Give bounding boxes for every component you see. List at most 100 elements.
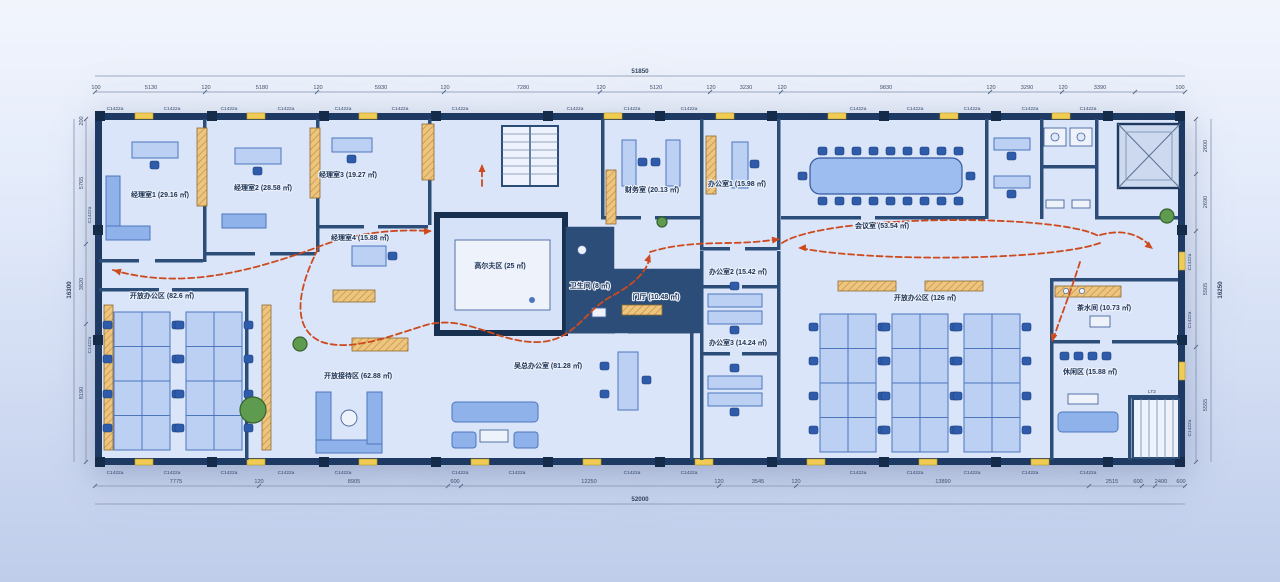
window-tag: C1422a <box>964 106 981 112</box>
dim-bottom: 13890 <box>935 479 951 485</box>
circulation-route <box>112 164 1153 346</box>
stairs-top <box>501 125 559 187</box>
room-label-washroom: 卫生间 (8 ㎡) <box>570 281 610 290</box>
dim-bottom: 12250 <box>581 479 597 485</box>
dim-right-total: 16250 <box>1217 281 1224 299</box>
window-tag: C1422a <box>335 106 352 112</box>
window-tag: C1422a <box>1080 470 1097 476</box>
dim-top: 120 <box>201 85 210 91</box>
dim-left: 5765 <box>79 177 85 189</box>
window-tag: C1422a <box>681 106 698 112</box>
dim-top: 5130 <box>145 85 157 91</box>
room-label-meeting: 会议室 (53.54 ㎡) <box>855 221 909 230</box>
dim-top: 120 <box>1058 85 1067 91</box>
dim-bottom: 120 <box>254 479 263 485</box>
elevator-label: LT2 <box>1148 389 1156 395</box>
window-tag: C1422a <box>1187 311 1193 328</box>
room-label-leisure: 休闲区 (15.88 ㎡) <box>1062 367 1117 376</box>
window-tag: C1422a <box>1022 470 1039 476</box>
dim-bottom: 2400 <box>1155 479 1167 485</box>
window-tag: C1422a <box>681 470 698 476</box>
window-tag: C1422a <box>452 470 469 476</box>
dim-bottom: 8905 <box>348 479 360 485</box>
window-sills <box>134 112 1186 466</box>
room-label-manager1: 经理室1 (29.16 ㎡) <box>131 190 189 199</box>
window-tag: C1422a <box>221 106 238 112</box>
room-label-hall: 门厅 (10.48 ㎡) <box>632 292 679 301</box>
window-tag: C1422a <box>164 106 181 112</box>
structural-columns <box>93 111 1187 467</box>
window-tag: C1422a <box>624 106 641 112</box>
dim-top: 7280 <box>517 85 529 91</box>
window-tag: C1422a <box>624 470 641 476</box>
room-label-open-right: 开放办公区 (126 ㎡) <box>894 293 956 302</box>
room-label-open-left: 开放办公区 (82.6 ㎡) <box>130 291 194 300</box>
dimensions: 100 5130 120 5180 120 5930 120 7280 120 … <box>66 68 1224 505</box>
dim-top: 3390 <box>1094 85 1106 91</box>
dim-bottom: 2515 <box>1106 479 1118 485</box>
dim-top: 120 <box>777 85 786 91</box>
elevator-top-right <box>1116 122 1182 190</box>
dim-top: 9830 <box>880 85 892 91</box>
dim-top: 5930 <box>375 85 387 91</box>
room-label-golf: 高尔夫区 (25 ㎡) <box>474 261 525 270</box>
dim-bottom: 7775 <box>170 479 182 485</box>
window-tag: C1422a <box>107 470 124 476</box>
dim-top: 100 <box>1175 85 1184 91</box>
dim-right: 2600 <box>1203 140 1209 152</box>
dim-left: 8190 <box>79 387 85 399</box>
outer-walls <box>95 113 1185 465</box>
room-label-reception: 开放接待区 (62.88 ㎡) <box>324 371 392 380</box>
dim-left: 3820 <box>79 278 85 290</box>
window-tag: C1422a <box>87 336 93 353</box>
dim-top: 120 <box>986 85 995 91</box>
window-tags: C1422a C1422a C1422a C1422a C1422a C1422… <box>87 106 1193 476</box>
dim-right: 2690 <box>1203 196 1209 208</box>
window-tag: C1422a <box>87 206 93 223</box>
dim-top: 120 <box>313 85 322 91</box>
room-label-office1: 办公室1 (15.98 ㎡) <box>708 179 766 188</box>
window-tag: C1422a <box>509 470 526 476</box>
dim-top-total: 51850 <box>631 68 649 75</box>
room-label-tea: 茶水间 (10.73 ㎡) <box>1076 303 1131 312</box>
dim-bottom: 600 <box>1176 479 1185 485</box>
room-label-manager3: 经理室3 (19.27 ㎡) <box>319 170 377 179</box>
dim-left: 200 <box>79 116 85 125</box>
window-tag: C1422a <box>1187 253 1193 270</box>
dim-top: 3230 <box>740 85 752 91</box>
window-tag: C1422a <box>278 106 295 112</box>
window-tag: C1422a <box>567 106 584 112</box>
window-tag: C1422a <box>1187 419 1193 436</box>
dim-left-total: 16300 <box>66 281 73 299</box>
window-tag: C1422a <box>964 470 981 476</box>
stairs-bottom-right <box>1132 398 1180 459</box>
window-tag: C1422a <box>907 470 924 476</box>
dim-top: 120 <box>706 85 715 91</box>
dim-top: 3290 <box>1021 85 1033 91</box>
dim-bottom-total: 52000 <box>631 496 649 503</box>
dim-bottom: 120 <box>791 479 800 485</box>
dim-bottom: 120 <box>714 479 723 485</box>
room-label-finance: 财务室 (20.13 ㎡) <box>624 185 679 194</box>
room-label-boss: 吴总办公室 (81.28 ㎡) <box>514 361 582 370</box>
dim-bottom: 600 <box>1133 479 1142 485</box>
dim-top: 120 <box>440 85 449 91</box>
window-tag: C1422a <box>392 106 409 112</box>
window-tag: C1422a <box>850 106 867 112</box>
window-tag: C1422a <box>164 470 181 476</box>
furniture <box>103 123 1122 454</box>
dim-right: 5505 <box>1203 283 1209 295</box>
room-label-manager2: 经理室2 (28.58 ㎡) <box>234 183 292 192</box>
dim-top: 5180 <box>256 85 268 91</box>
window-tag: C1422a <box>1080 106 1097 112</box>
window-tag: C1422a <box>452 106 469 112</box>
window-tag: C1422a <box>850 470 867 476</box>
room-label-office2: 办公室2 (15.42 ㎡) <box>709 267 767 276</box>
dim-right: 5555 <box>1203 399 1209 411</box>
plants <box>239 208 1175 424</box>
window-tag: C1422a <box>335 470 352 476</box>
room-label-office3: 办公室3 (14.24 ㎡) <box>709 338 767 347</box>
dim-bottom: 600 <box>450 479 459 485</box>
window-tag: C1422a <box>278 470 295 476</box>
